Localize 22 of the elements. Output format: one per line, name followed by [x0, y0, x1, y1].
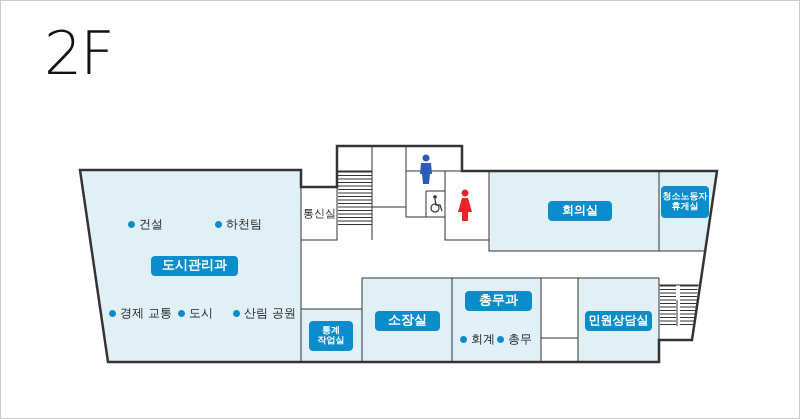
room-area — [578, 278, 659, 362]
team-label: 총무 — [508, 331, 532, 348]
room-label: 도시관리과 — [151, 256, 238, 276]
team-label: 하천팀 — [226, 216, 262, 233]
room-area — [659, 171, 717, 251]
room-label: 청소노동자 휴게실 — [661, 186, 709, 218]
room-label: 통계 작업실 — [309, 321, 353, 351]
team-label: 건설 — [139, 216, 163, 233]
room-label: 민원상담실 — [585, 311, 652, 331]
team-label: 도시 — [189, 305, 213, 322]
floor-title: 2F — [44, 24, 113, 84]
team-label: 회계 — [471, 331, 495, 348]
team-label: 경제 교통 — [120, 305, 172, 322]
room-area — [362, 278, 452, 362]
room-label: 소장실 — [375, 311, 440, 331]
room-area — [452, 278, 541, 362]
room-area — [80, 170, 301, 362]
room-area — [301, 309, 362, 362]
team-label: 산림 공원 — [244, 305, 296, 322]
room-label: 총무과 — [465, 291, 532, 311]
room-label: 회의실 — [548, 201, 612, 221]
room-label: 통신실 — [303, 206, 336, 221]
